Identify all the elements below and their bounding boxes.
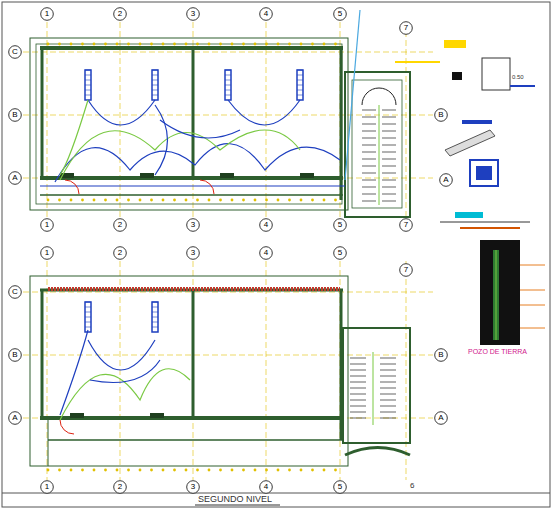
grid-letter: 4 [259,246,273,260]
grid-letter: A [434,411,448,425]
grid-bubble: B [434,348,448,362]
grid-letter: 5 [333,218,347,232]
door-swings [60,180,214,434]
sheet-title: SEGUNDO NIVEL [198,495,272,504]
stair-steps [350,88,396,425]
grid-letter: 4 [259,218,273,232]
grid-bubble: 4 [259,7,273,21]
wiring [40,10,360,420]
grid-bubble: 4 [259,246,273,260]
grid-bubble: A [434,411,448,425]
grid-letter: 1 [40,246,54,260]
grid-letter: 3 [186,218,200,232]
grid-letter: 4 [259,480,273,494]
grid-bubble: 5 [333,218,347,232]
grid-bubble: 1 [40,218,54,232]
grid-letter: 2 [113,246,127,260]
grid-letter: 3 [186,7,200,21]
grid-bubble: 1 [40,7,54,21]
grid-letter: A [8,411,22,425]
grid-letter: A [439,173,453,187]
grid-letter: 3 [186,246,200,260]
grid-bubble: 5 [333,7,347,21]
brick-wall-hatch [48,287,340,291]
sheet-number: 6 [410,482,414,490]
grid-bubble: 3 [186,7,200,21]
dimension: 0.50 [512,74,524,80]
title-strip [2,493,550,494]
grid-bubble: B [434,108,448,122]
grid-bubble: 1 [40,246,54,260]
grid-bubble: C [8,45,22,59]
grid-bubble: A [8,411,22,425]
title-underline [195,505,280,506]
sheet-frame [2,2,550,507]
grid-bubble: A [439,173,453,187]
grid-letter: 7 [399,21,413,35]
grid-lines [23,22,433,480]
grid-letter: A [8,171,22,185]
grid-bubble: 5 [333,246,347,260]
detail-drawings [395,40,545,345]
grid-bubble: 3 [186,218,200,232]
grid-letter: C [8,285,22,299]
outlet-dots [47,43,337,472]
light-fixtures [60,70,314,418]
grid-letter: B [434,108,448,122]
grid-letter: B [8,348,22,362]
grid-letter: 5 [333,480,347,494]
grid-bubble: 4 [259,218,273,232]
grid-letter: 7 [399,218,413,232]
grid-bubble: B [8,348,22,362]
grid-bubble: 7 [399,21,413,35]
grid-bubble: 7 [399,263,413,277]
grid-letter: 1 [40,7,54,21]
grid-letter: B [8,108,22,122]
grid-letter: 1 [40,218,54,232]
grid-bubble: C [8,285,22,299]
grid-letter: C [8,45,22,59]
walls-lower [30,276,410,466]
grid-bubble: 2 [113,480,127,494]
detail-title: POZO DE TIERRA [468,348,527,355]
grid-letter: 1 [40,480,54,494]
grid-bubble: 4 [259,480,273,494]
grid-bubble: B [8,108,22,122]
grid-letter: 5 [333,246,347,260]
grid-bubble: 2 [113,246,127,260]
grid-letter: 5 [333,7,347,21]
grid-letter: 2 [113,7,127,21]
grid-bubble: 2 [113,7,127,21]
walls-upper [30,38,410,217]
grid-bubble: 7 [399,218,413,232]
grid-bubble: 3 [186,480,200,494]
grid-letter: 3 [186,480,200,494]
grid-letter: 2 [113,480,127,494]
grid-letter: B [434,348,448,362]
grid-letter: 4 [259,7,273,21]
grid-letter: 7 [399,263,413,277]
grid-bubble: 5 [333,480,347,494]
grid-bubble: 1 [40,480,54,494]
grid-bubble: A [8,171,22,185]
grid-bubble: 2 [113,218,127,232]
grid-letter: 2 [113,218,127,232]
grid-bubble: 3 [186,246,200,260]
